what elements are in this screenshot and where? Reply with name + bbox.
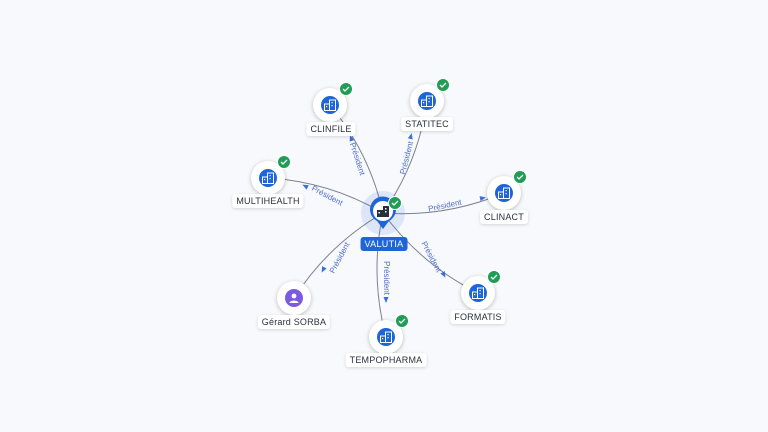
edge-label-multihealth: Président [310, 184, 345, 208]
edge-arrow-statitec [407, 133, 413, 140]
edge-label-gerard-sorba: Président [328, 240, 352, 275]
verified-check-icon [487, 270, 501, 284]
edge-arrow-tempopharma [383, 297, 389, 303]
node-multihealth[interactable] [251, 155, 291, 195]
edge-label-clinact: Président [427, 198, 463, 214]
edge-arrow-clinfile [349, 135, 355, 142]
node-tempopharma[interactable] [369, 314, 409, 354]
node-formatis[interactable] [461, 270, 501, 310]
node-label-tempopharma[interactable]: TEMPOPHARMA [345, 353, 427, 367]
building-icon [259, 169, 277, 187]
building-icon [321, 96, 339, 114]
edge-arrow-gerard-sorba [321, 266, 327, 273]
edge-label-formatis: Président [419, 240, 443, 275]
edge-arrow-formatis [440, 271, 446, 278]
edge-arrow-multihealth [302, 184, 309, 190]
building-icon [377, 206, 389, 217]
building-icon [418, 92, 436, 110]
node-statitec[interactable] [410, 78, 450, 118]
node-label-formatis[interactable]: FORMATIS [450, 310, 506, 324]
verified-check-icon [436, 78, 450, 92]
verified-check-icon [277, 155, 291, 169]
person-icon [285, 289, 303, 307]
verified-check-icon [339, 82, 353, 96]
building-icon [495, 184, 513, 202]
verified-check-icon [388, 196, 402, 210]
node-label-statitec[interactable]: STATITEC [401, 117, 453, 131]
node-label-multihealth[interactable]: MULTIHEALTH [232, 194, 304, 208]
edge-arrow-clinact [479, 196, 486, 202]
building-icon [469, 284, 487, 302]
node-label-clinfile[interactable]: CLINFILE [306, 122, 356, 136]
verified-check-icon [513, 170, 527, 184]
edge-label-tempopharma: Président [382, 261, 391, 296]
node-label-clinact[interactable]: CLINACT [480, 210, 528, 224]
building-icon [377, 328, 395, 346]
node-clinact[interactable] [487, 170, 527, 210]
node-clinfile[interactable] [313, 82, 353, 122]
verified-check-icon [395, 314, 409, 328]
node-label-gerard-sorba[interactable]: Gérard SORBA [257, 315, 331, 329]
center-node-label[interactable]: VALUTIA [360, 237, 408, 251]
node-gerard-sorba[interactable] [277, 281, 311, 315]
